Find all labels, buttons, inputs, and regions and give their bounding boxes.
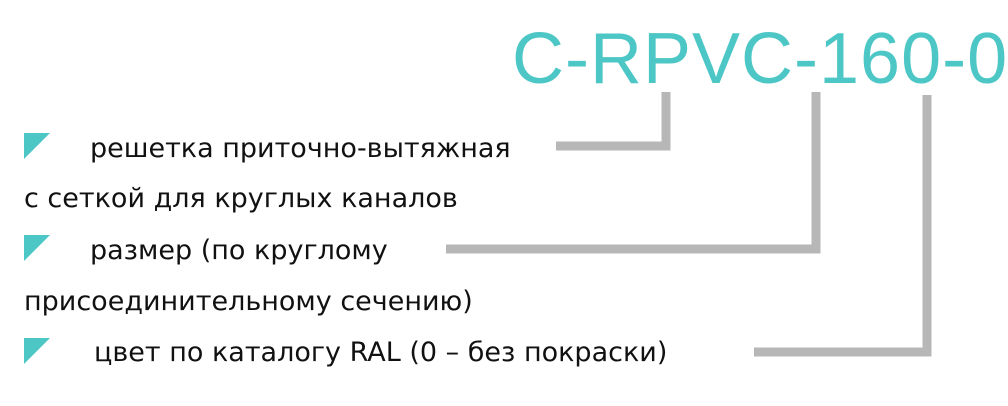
legend-type-line-1: решетка приточно-вытяжная: [90, 133, 511, 164]
teal-triangle-icon: [24, 133, 50, 159]
code-legend-diagram: C-RPVC-160-0 решетка приточно-вытяжная с…: [24, 19, 1008, 368]
legend-size-line-2: присоединительному сечению): [24, 286, 473, 317]
connector-size: [446, 92, 821, 254]
legend-size-line-1: размер (по круглому: [90, 235, 388, 266]
teal-triangle-icon: [24, 235, 50, 261]
product-code: C-RPVC-160-0: [512, 19, 1008, 99]
connector-lines: [446, 92, 932, 357]
legend-type-line-2: с сеткой для круглых каналов: [24, 183, 458, 214]
connector-type: [556, 92, 671, 151]
connector-color: [754, 95, 932, 357]
legend-color-line-1: цвет по каталогу RAL (0 – без покраски): [94, 337, 668, 368]
teal-triangle-icon: [24, 338, 50, 364]
